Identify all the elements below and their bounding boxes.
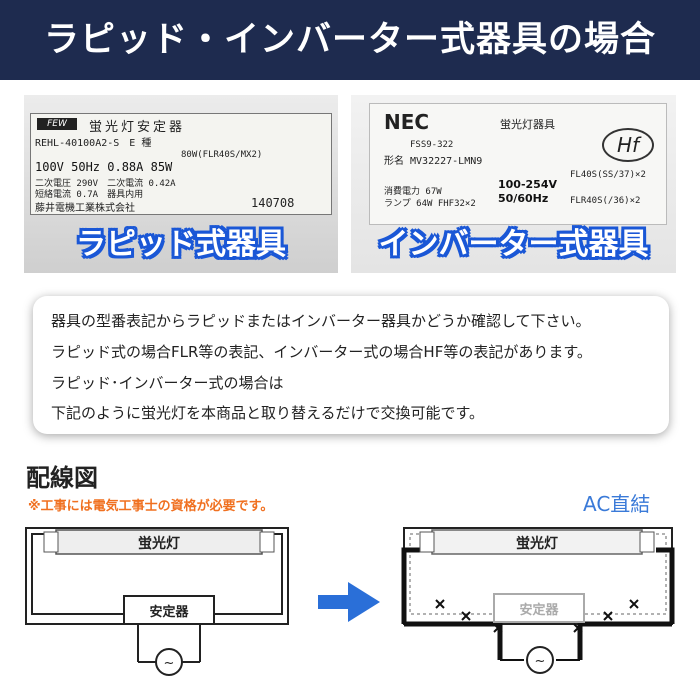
new-ac-source-icon — [526, 646, 554, 674]
plate-model: REHL-40100A2-S E 種 — [35, 138, 152, 149]
plate-lamp: 80W(FLR40S/MX2) — [181, 150, 263, 160]
fixture-lamp: ランプ 64W FHF32×2 — [384, 199, 476, 209]
note-line-2: ラピッド式の場合FLR等の表記、インバーター式の場合HF等の表記があります。 — [51, 343, 592, 361]
removed-ballast-box — [493, 593, 585, 623]
nec-logo: NEC — [384, 110, 430, 134]
fixture-voltage: 100-254V — [498, 178, 558, 191]
ballast-label-plate: FEW 蛍光灯安定器 REHL-40100A2-S E 種 80W(FLR40S… — [30, 113, 332, 215]
new-tube-label: 蛍光灯 — [516, 535, 558, 552]
rapid-ballast-photo: FEW 蛍光灯安定器 REHL-40100A2-S E 種 80W(FLR40S… — [24, 95, 338, 273]
wiring-diagram: 蛍光灯 安定器 ~ 蛍光灯 安定器 — [25, 527, 675, 676]
fixture-label-plate: NEC 蛍光灯器具 Hf FSS9-322 形名 MV32227-LMN9 10… — [369, 103, 667, 225]
header-banner: ラピッド・インバーター式器具の場合 — [0, 0, 700, 80]
ballast-box — [123, 595, 215, 625]
ac-source-icon — [155, 648, 183, 676]
fixture-fl1: FL40S(SS/37)×2 — [570, 170, 646, 180]
ac-direct-label: AC直結 — [583, 492, 651, 516]
fixture-model: 形名 MV32227-LMN9 — [384, 156, 483, 167]
inverter-fixture-photo: NEC 蛍光灯器具 Hf FSS9-322 形名 MV32227-LMN9 10… — [351, 95, 676, 273]
fixture-fl2: FLR40S(/36)×2 — [570, 196, 641, 206]
tube-cap-right — [259, 531, 275, 553]
removed-ballast-label: 安定器 — [519, 602, 559, 618]
note-line-4: 下記のように蛍光灯を本商品と取り替えるだけで交換可能です。 — [51, 404, 485, 422]
note-line-1: 器具の型番表記からラピッドまたはインバーター器具かどうか確認して下さい。 — [51, 312, 591, 330]
after-diagram: 蛍光灯 安定器 ~ — [401, 527, 675, 674]
sine-wave-icon: ~ — [164, 656, 175, 671]
before-diagram: 蛍光灯 安定器 ~ — [25, 527, 289, 676]
rapid-caption: ラピッド式器具 — [76, 227, 286, 262]
new-sine-wave-icon: ~ — [535, 654, 546, 669]
plate-secondary: 二次電圧 290V 二次電流 0.42A — [35, 179, 176, 189]
qualification-warning: ※工事には電気工事士の資格が必要です。 — [28, 499, 274, 514]
new-tube-cap-left — [419, 531, 435, 553]
page-title: ラピッド・インバーター式器具の場合 — [43, 20, 656, 60]
fixture-power: 消費電力 67W — [384, 187, 442, 197]
plate-short: 短絡電流 0.7A 器具内用 — [35, 190, 144, 200]
tube-cap-left — [43, 531, 59, 553]
plate-title: 蛍光灯安定器 — [89, 120, 186, 135]
cut-marks — [435, 599, 639, 633]
fixture-title: 蛍光灯器具 — [500, 118, 555, 131]
new-tube-cap-right — [639, 531, 655, 553]
plate-lot: 140708 — [251, 196, 295, 210]
arrow-right-icon — [318, 582, 380, 622]
ballast-label: 安定器 — [149, 604, 189, 620]
brand-logo: FEW — [37, 118, 77, 130]
tube-body — [55, 529, 263, 555]
plate-maker: 藤井電機工業株式会社 — [35, 203, 135, 214]
plate-spec: 100V 50Hz 0.88A 85W — [35, 160, 173, 174]
note-line-3: ラピッド･インバーター式の場合は — [51, 374, 284, 392]
wiring-title: 配線図 — [26, 464, 98, 492]
instruction-box: 器具の型番表記からラピッドまたはインバーター器具かどうか確認して下さい。 ラピッ… — [33, 296, 669, 434]
tube-label: 蛍光灯 — [138, 535, 180, 552]
inverter-caption: インバーター式器具 — [378, 227, 649, 262]
fixture-code: FSS9-322 — [410, 140, 454, 150]
fixture-freq: 50/60Hz — [498, 192, 549, 205]
hf-mark: Hf — [602, 128, 654, 162]
